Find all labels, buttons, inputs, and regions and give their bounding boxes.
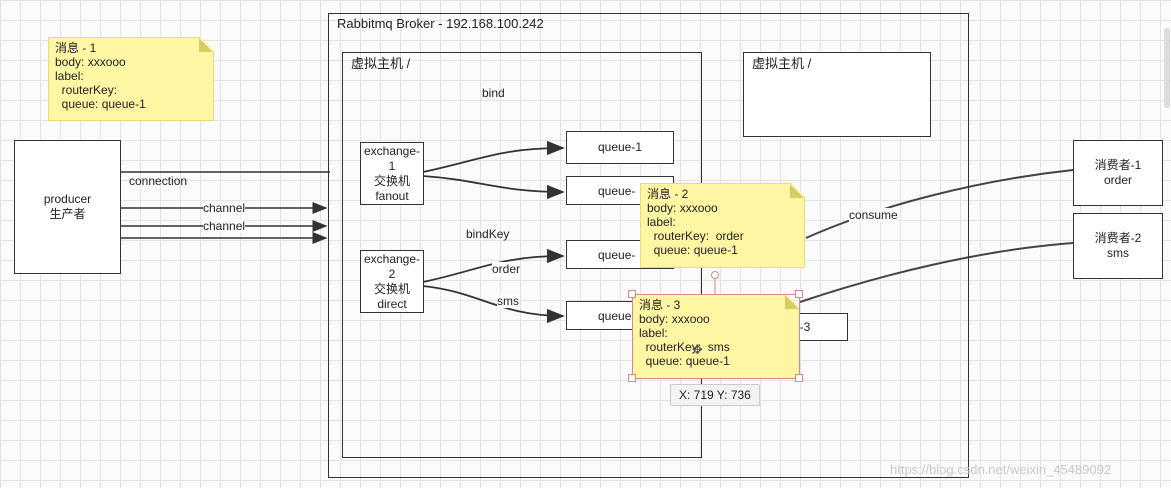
note2-line: 消息 - 2 [647, 187, 689, 201]
note3-line: label: [639, 326, 668, 340]
note1-line: body: xxxooo [55, 55, 126, 69]
queue-label: queue [598, 309, 632, 323]
consumer-2-node[interactable]: 消费者-2 sms [1073, 213, 1163, 279]
vhost-left-title: 虚拟主机 / [351, 56, 411, 71]
vhost-right[interactable]: 虚拟主机 / [743, 52, 931, 137]
exchange-2-node[interactable]: exchange-2 交换机 direct [360, 250, 424, 313]
vertical-scrollbar[interactable] [1164, 28, 1170, 108]
note3-line: body: xxxooo [639, 312, 710, 326]
consumer-1-name: 消费者-1 [1094, 158, 1142, 172]
note2-line: label: [647, 215, 676, 229]
producer-node[interactable]: producer 生产者 [14, 140, 121, 274]
resize-handle-ne[interactable] [795, 290, 803, 298]
note1-line: queue: queue-1 [55, 97, 146, 111]
exchange-2-type: direct [377, 296, 407, 311]
note1-line: 消息 - 1 [55, 41, 97, 55]
bind-label: bind [482, 86, 505, 100]
queue-label: queue- [598, 248, 636, 262]
note3-line: routerKey: sms [639, 340, 730, 354]
consumer-2-key: sms [1107, 246, 1129, 260]
note2-line: routerKey: order [647, 229, 744, 243]
resize-handle-se[interactable] [795, 374, 803, 382]
queue-label: queue-1 [597, 140, 643, 154]
note3-line: 消息 - 3 [639, 298, 681, 312]
connection-label: connection [129, 174, 188, 188]
producer-sublabel: 生产者 [49, 207, 86, 221]
queue-label: queue- [598, 184, 636, 198]
order-route-label: order [492, 262, 521, 276]
channel-label-2: channel [203, 219, 246, 233]
note2-line: queue: queue-1 [647, 243, 738, 257]
sms-route-label: sms [497, 294, 519, 308]
resize-handle-nw[interactable] [628, 290, 636, 298]
channel-label-1: channel [203, 201, 246, 215]
exchange-1-cn: 交换机 [373, 173, 410, 188]
coordinate-tooltip: X: 719 Y: 736 [670, 384, 760, 406]
consume-label: consume [849, 208, 898, 222]
selection-outline [632, 294, 800, 379]
note2-line: body: xxxooo [647, 201, 718, 215]
exchange-1-node[interactable]: exchange-1 交换机 fanout [360, 142, 424, 205]
consumer-1-key: order [1103, 173, 1132, 187]
broker-container[interactable]: Rabbitmq Broker - 192.168.100.242 [328, 13, 969, 478]
exchange-1-name: exchange-1 [363, 143, 421, 173]
note1-line: label: [55, 69, 84, 83]
note1-line: routerKey: [55, 83, 118, 97]
broker-title: Rabbitmq Broker - 192.168.100.242 [337, 16, 544, 31]
exchange-2-name: exchange-2 [363, 251, 421, 281]
producer-label: producer [43, 192, 92, 206]
exchange-2-cn: 交换机 [373, 281, 410, 296]
watermark: https://blog.csdn.net/weixin_45489092 [890, 462, 1112, 477]
message-note-2[interactable]: 消息 - 2 body: xxxooo label: routerKey: or… [640, 183, 805, 268]
exchange-1-type: fanout [375, 188, 409, 203]
note3-line: queue: queue-1 [639, 354, 730, 368]
message-note-1[interactable]: 消息 - 1 body: xxxooo label: routerKey: qu… [48, 37, 214, 121]
consumer-2-name: 消费者-2 [1094, 231, 1142, 245]
vhost-right-title: 虚拟主机 / [752, 56, 812, 71]
move-cursor-icon: ✥ [692, 342, 703, 357]
coordinate-text: X: 719 Y: 736 [679, 388, 751, 402]
consumer-1-node[interactable]: 消费者-1 order [1073, 140, 1163, 206]
bindkey-label: bindKey [466, 227, 510, 241]
queue-node-1[interactable]: queue-1 [566, 131, 674, 164]
resize-handle-sw[interactable] [628, 374, 636, 382]
